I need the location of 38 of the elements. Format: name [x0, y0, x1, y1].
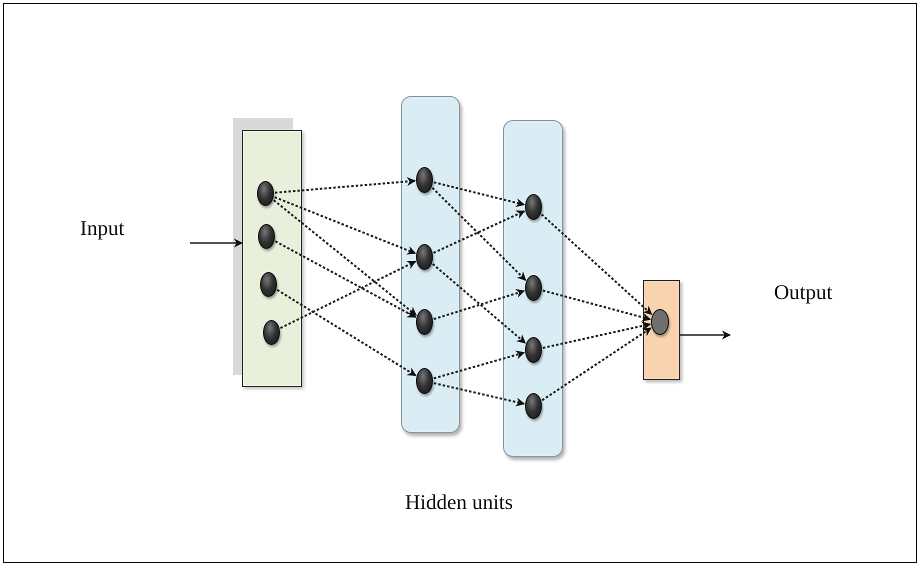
arrow [433, 210, 526, 254]
arrow [434, 382, 525, 406]
arrow [540, 214, 652, 316]
arrow [542, 322, 651, 349]
neuron-dot [524, 274, 542, 300]
arrow [434, 350, 526, 380]
neuron-dot [416, 308, 432, 334]
neuron-dot [416, 368, 432, 394]
neuron-dot [258, 224, 274, 248]
arrow [273, 199, 417, 316]
neuron-dot [524, 392, 542, 418]
label-text: Output [774, 280, 832, 305]
arrow [680, 330, 731, 340]
arrow [542, 290, 652, 322]
arrow [434, 289, 526, 320]
neuron-dot [524, 336, 542, 362]
neuron-dot [256, 180, 274, 206]
label-text: Input [80, 216, 124, 241]
arrow [274, 196, 416, 255]
layer-box [401, 96, 460, 433]
arrow [190, 238, 243, 248]
arrow [274, 177, 416, 194]
neuron-dot [262, 320, 280, 344]
arrow [432, 187, 526, 281]
arrow [274, 240, 416, 318]
label-text: Hidden units [405, 490, 513, 515]
arrow [434, 181, 525, 208]
arrow [432, 263, 526, 344]
layer-box [503, 120, 563, 457]
neuron-dot [416, 166, 432, 192]
layer-box [643, 280, 680, 380]
neuron-dot [260, 272, 276, 296]
neuron-dot [650, 308, 668, 334]
arrow [280, 260, 416, 329]
arrow [542, 327, 652, 402]
neuron-dot [416, 244, 432, 270]
neuron-dot [524, 194, 542, 220]
arrow [276, 289, 416, 376]
